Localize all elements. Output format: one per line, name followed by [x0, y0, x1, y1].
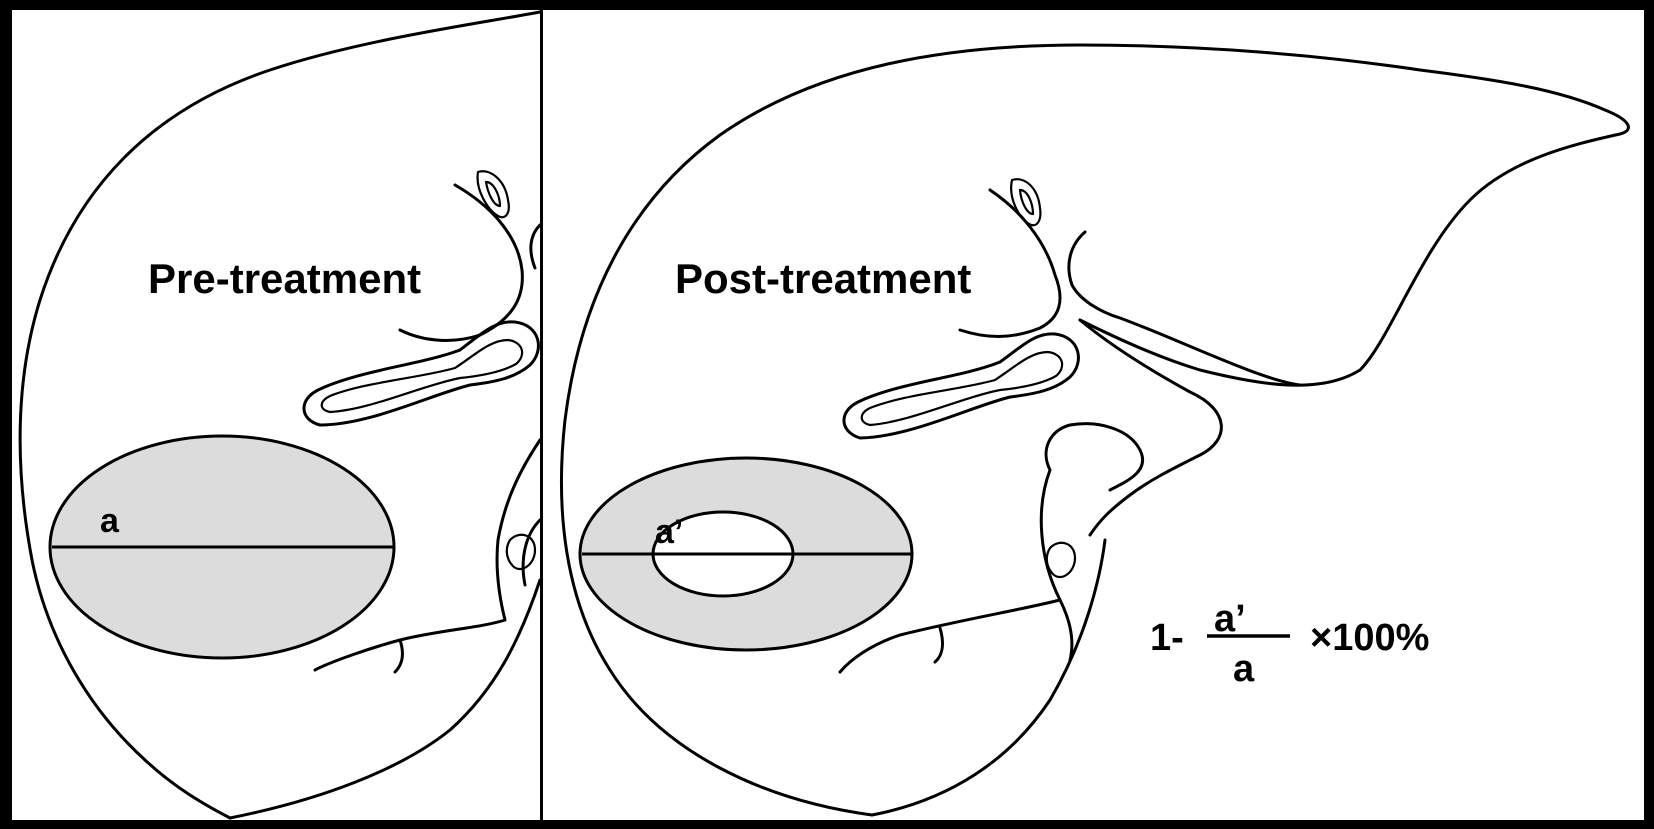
reduction-formula: 1- a’ a ×100% — [1150, 598, 1429, 690]
pre-treatment-panel: a Pre-treatment — [12, 10, 542, 820]
post-corpus-callosum — [958, 188, 1062, 338]
post-small-vessel — [1010, 178, 1042, 227]
pre-panel-background — [12, 10, 540, 820]
formula-prefix: 1- — [1150, 617, 1184, 659]
formula-suffix: ×100% — [1310, 617, 1429, 659]
pre-edge-curve — [529, 223, 542, 270]
post-lower-structure — [838, 318, 1223, 674]
post-treatment-title: Post-treatment — [675, 255, 971, 302]
pre-lower-structure — [313, 438, 542, 674]
pre-ventricle-inner — [320, 338, 524, 414]
panel-divider — [540, 10, 543, 820]
pre-ventricle-outer — [302, 320, 540, 427]
post-ventricle-inner — [860, 350, 1064, 427]
post-ventricle-outer — [842, 332, 1080, 440]
post-diameter-label: a’ — [655, 513, 683, 551]
pre-diameter-label: a — [100, 502, 120, 540]
pre-brain-outline — [18, 10, 542, 820]
pre-brain-lower-edge — [228, 578, 542, 820]
post-brain-lower-edge — [870, 538, 1107, 817]
pre-small-ring — [505, 533, 537, 571]
post-brain-outline — [559, 43, 1630, 817]
pre-corpus-callosum — [398, 183, 524, 342]
pre-treatment-title: Pre-treatment — [148, 255, 421, 302]
post-treatment-panel: a’ Post-treatment 1- a’ a ×100% — [542, 10, 1644, 820]
post-small-ring — [1045, 541, 1077, 579]
formula-denominator: a — [1233, 648, 1255, 690]
pre-small-vessel — [476, 170, 510, 219]
post-cortex-inner — [1067, 230, 1302, 387]
formula-numerator: a’ — [1214, 598, 1246, 640]
post-panel-background — [542, 10, 1644, 820]
